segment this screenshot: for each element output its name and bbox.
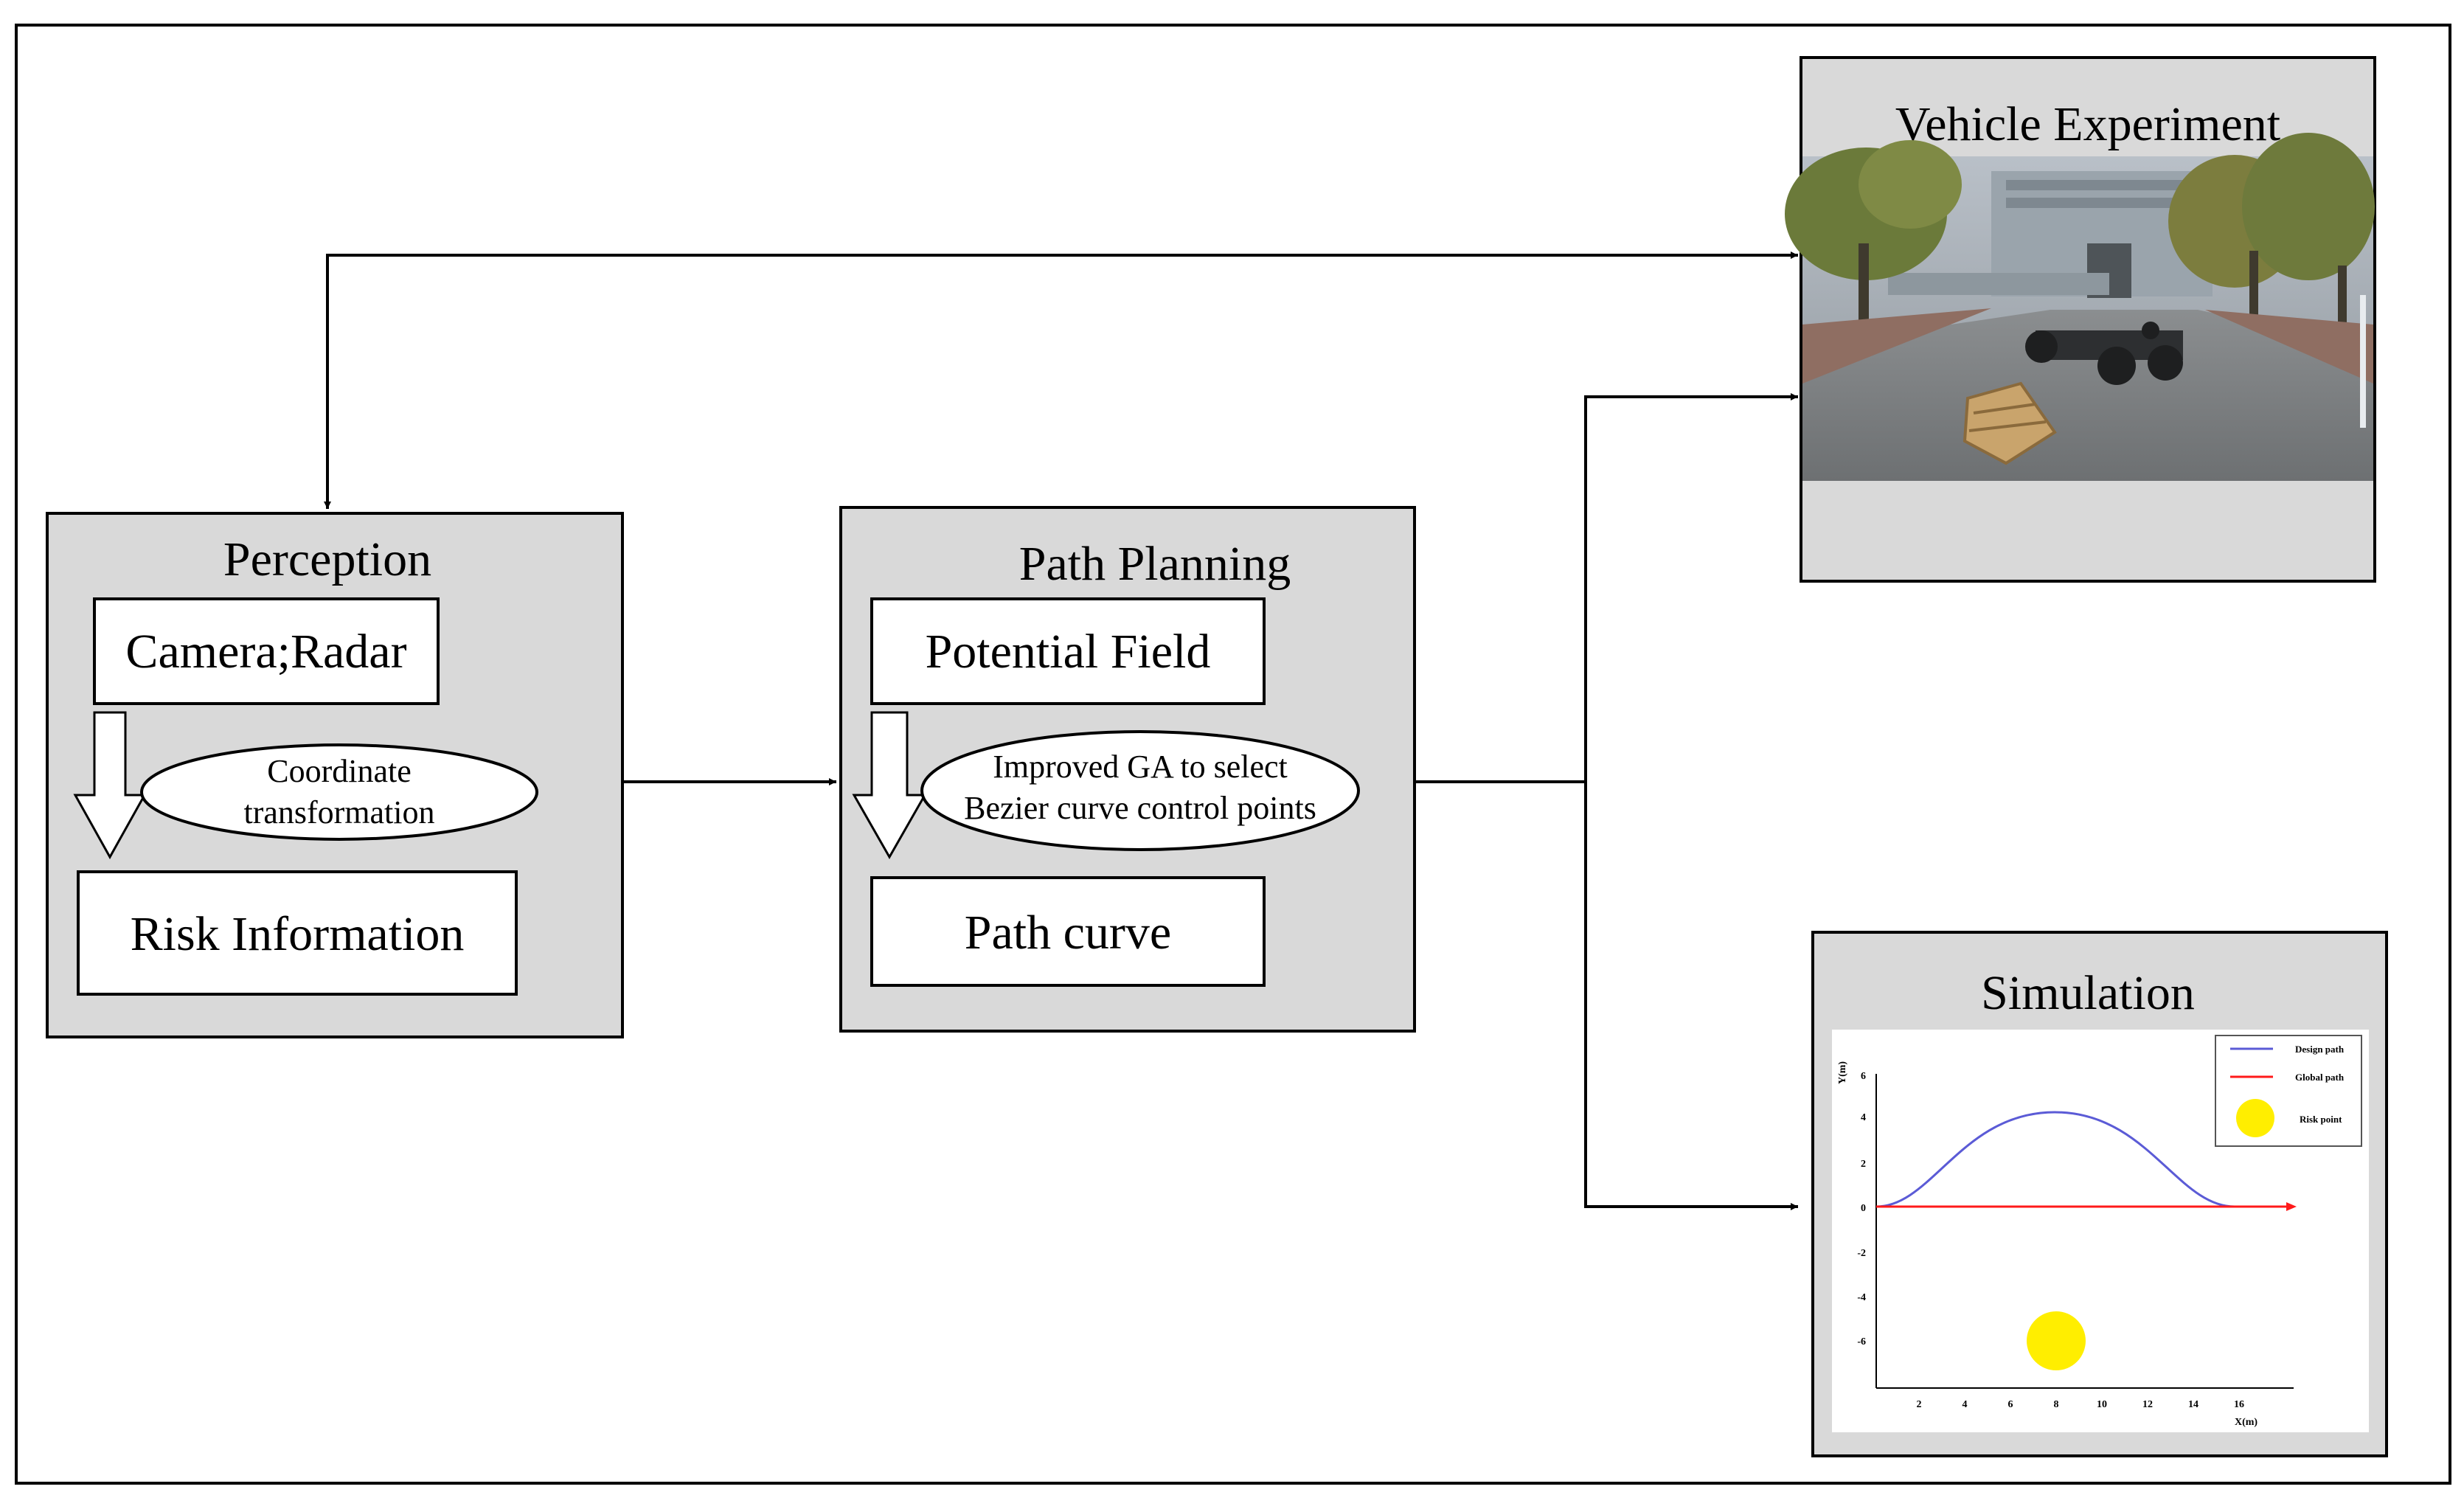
down-arrow-icon <box>73 711 147 860</box>
coordinate-transformation-ellipse <box>140 743 538 841</box>
risk-information-label: Risk Information <box>131 907 465 961</box>
path-planning-title: Path Planning <box>1019 537 1291 591</box>
risk-information-box <box>77 870 518 996</box>
outer-frame <box>15 24 2451 1485</box>
vehicle-experiment-title: Vehicle Experiment <box>1895 97 2280 151</box>
simulation-module: Simulation Y(m) X(m) 6 4 2 0 -2 -4 -6 2 … <box>1811 931 2388 1457</box>
path-curve-box <box>870 876 1266 987</box>
legend-global-path: Global path <box>2295 1072 2345 1083</box>
simulation-plot: Y(m) X(m) 6 4 2 0 -2 -4 -6 2 4 6 8 10 12… <box>1832 1030 2369 1432</box>
y-tick-label: -2 <box>1857 1248 1866 1259</box>
coordinate-transformation-line2: transformation <box>243 794 434 830</box>
camera-radar-box <box>93 597 440 705</box>
path-planning-module: Path Planning Potential Field Improved G… <box>839 506 1416 1033</box>
x-tick-label: 16 <box>2234 1399 2244 1410</box>
vehicle-photo <box>1785 133 2375 481</box>
perception-title: Perception <box>223 533 431 586</box>
x-tick-label: 12 <box>2142 1399 2153 1410</box>
camera-radar-label: Camera;Radar <box>125 625 406 679</box>
y-tick-label: 0 <box>1861 1203 1866 1214</box>
x-tick-label: 6 <box>2008 1399 2013 1410</box>
x-axis-label: X(m) <box>2235 1417 2257 1428</box>
x-tick-label: 14 <box>2188 1399 2198 1410</box>
simulation-title: Simulation <box>1981 966 2195 1020</box>
y-tick-label: -4 <box>1857 1292 1866 1303</box>
improved-ga-line2: Bezier curve control points <box>964 790 1316 826</box>
potential-field-box <box>870 597 1266 705</box>
path-curve-label: Path curve <box>965 906 1171 960</box>
potential-field-label: Potential Field <box>926 625 1211 679</box>
y-tick-label: -6 <box>1857 1336 1866 1347</box>
legend-risk-point: Risk point <box>2300 1114 2342 1125</box>
x-tick-label: 8 <box>2054 1399 2059 1410</box>
y-tick-label: 2 <box>1861 1159 1866 1170</box>
legend-design-path: Design path <box>2295 1044 2345 1055</box>
y-tick-label: 4 <box>1861 1112 1866 1123</box>
improved-ga-line1: Improved GA to select <box>993 749 1288 785</box>
improved-ga-ellipse <box>920 730 1360 851</box>
connector-branch-vehicle <box>1584 393 1798 782</box>
plot-legend: Design path Global path Risk point <box>2215 1035 2362 1147</box>
x-tick-label: 10 <box>2097 1399 2107 1410</box>
connectors <box>324 252 1798 1210</box>
x-tick-label: 4 <box>1962 1399 1968 1410</box>
y-ticks: 6 4 2 0 -2 -4 -6 <box>1857 1071 1866 1347</box>
x-tick-label: 2 <box>1917 1399 1922 1410</box>
global-path-arrowhead <box>2286 1202 2297 1211</box>
connector-branch-simulation <box>1584 782 1798 1210</box>
coordinate-transformation-line1: Coordinate <box>267 753 412 789</box>
connector-perception-vehicle <box>324 252 1798 509</box>
x-ticks: 2 4 6 8 10 12 14 16 <box>1917 1399 2245 1410</box>
design-path-line <box>1875 1111 2235 1208</box>
y-tick-label: 6 <box>1861 1071 1866 1082</box>
y-axis-label: Y(m) <box>1837 1061 1848 1084</box>
perception-module: Perception Camera;Radar Coordinate trans… <box>46 512 624 1038</box>
risk-point <box>2027 1311 2086 1370</box>
down-arrow-icon <box>852 711 927 860</box>
vehicle-experiment-module: Vehicle Experiment <box>1785 56 2376 583</box>
